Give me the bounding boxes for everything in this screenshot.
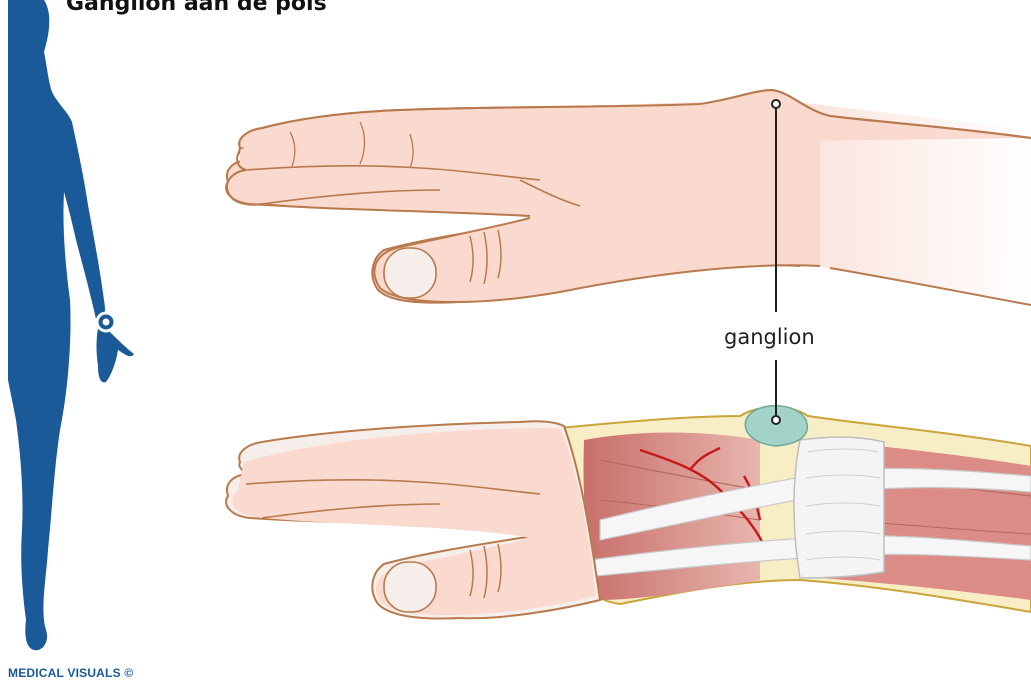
hand-anatomy-view bbox=[226, 406, 1031, 619]
ganglion-label: ganglion bbox=[724, 325, 815, 349]
credit-text: MEDICAL VISUALS © bbox=[8, 666, 133, 680]
wrist-marker-icon bbox=[97, 313, 115, 331]
hand-external-view bbox=[226, 90, 1031, 305]
